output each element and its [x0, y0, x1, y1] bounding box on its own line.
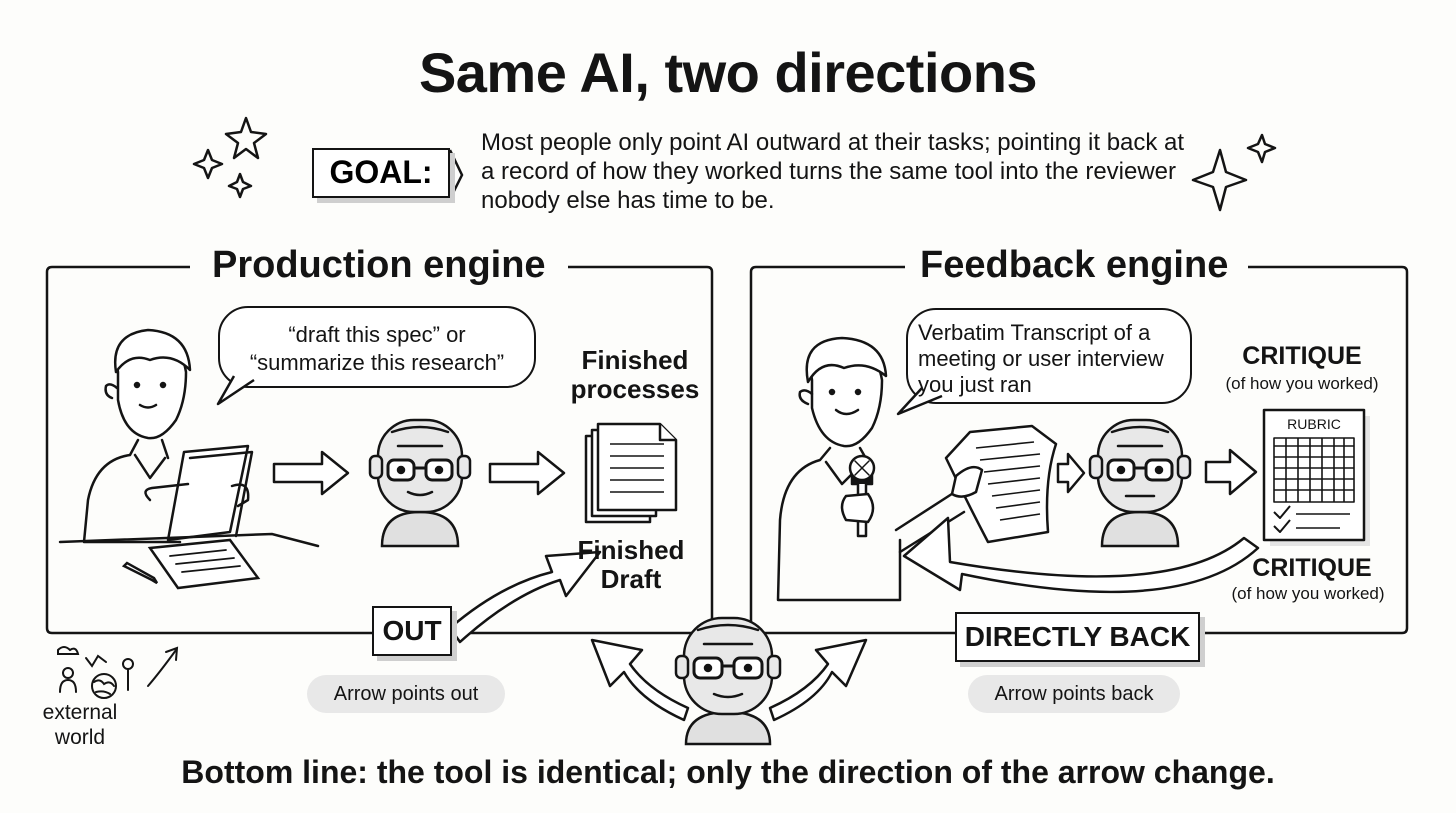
- directly-back-label: DIRECTLY BACK: [955, 612, 1200, 662]
- critique-bottom-sub: (of how you worked): [1231, 584, 1385, 603]
- production-bubble-line-1: “draft this spec” or: [288, 322, 466, 347]
- feedback-bubble-text: Verbatim Transcript of a meeting or user…: [918, 320, 1164, 397]
- back-arrow: [902, 516, 1260, 594]
- external-world-icon: [57, 646, 179, 699]
- finished-draft-label: Finished Draft: [577, 535, 685, 594]
- bottom-line: Bottom line: the tool is identical; only…: [181, 754, 1275, 790]
- production-bubble-line-2: “summarize this research”: [249, 350, 505, 375]
- feedback-speech-bubble: [906, 308, 1192, 404]
- critique-bottom-label: CRITIQUE: [1252, 554, 1372, 582]
- sparkle-icon: [1191, 133, 1277, 212]
- production-engine-title: Production engine: [198, 244, 560, 287]
- out-label: OUT: [372, 606, 452, 656]
- external-world-label: external world: [42, 701, 118, 749]
- bubble-tail: [896, 387, 943, 416]
- out-arrow: [448, 550, 602, 644]
- critique-top-label: CRITIQUE: [1242, 342, 1362, 370]
- desk-icon: [58, 532, 320, 590]
- hand-icon: [950, 465, 984, 498]
- back-caption: Arrow points back: [968, 675, 1180, 713]
- robot-icon: [1088, 418, 1192, 548]
- robot-icon: [674, 616, 782, 746]
- bubble-tail: [216, 375, 255, 406]
- sparkle-icon: [192, 116, 268, 199]
- rubric-label: RUBRIC: [1287, 416, 1341, 432]
- production-speech-bubble: [218, 306, 536, 388]
- critique-top-sub: (of how you worked): [1225, 374, 1379, 393]
- finished-processes-label: Finished processes: [570, 345, 700, 404]
- rubric-sheet-icon: [1262, 408, 1370, 546]
- diverging-arrows: [590, 638, 868, 722]
- documents-stack-icon: [584, 422, 678, 524]
- person-reading-icon: [82, 328, 254, 544]
- goal-label: GOAL:: [312, 148, 450, 198]
- goal-description: Most people only point AI outward at the…: [481, 129, 1185, 214]
- out-caption: Arrow points out: [307, 675, 505, 713]
- feedback-engine-title: Feedback engine: [906, 244, 1243, 287]
- page-title: Same AI, two directions: [418, 41, 1038, 104]
- production-flow-arrows: [272, 450, 566, 496]
- feedback-flow-arrows: [1056, 448, 1258, 496]
- robot-icon: [368, 418, 472, 548]
